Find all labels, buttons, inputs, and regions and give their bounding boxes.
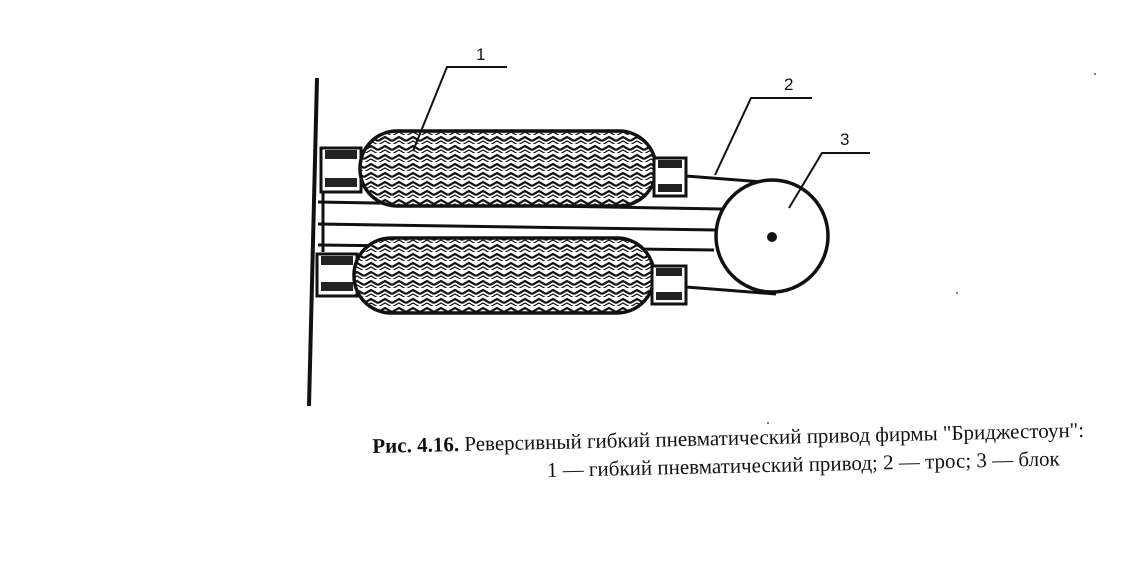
lower-pneumatic-actuator [315,236,688,315]
scan-specks [767,73,1096,424]
caption-label: Рис. 4.16. [372,432,460,458]
leader-lines [412,66,870,209]
callout-1: 1 [476,45,485,64]
pulley-block [714,178,830,294]
mounting-wall [307,77,319,407]
actuator-diagram: 1 2 3 [307,45,1096,424]
callout-3: 3 [840,130,849,149]
caption-legend: 1 — гибкий пневматический привод; 2 — тр… [546,446,1060,483]
upper-pneumatic-actuator [319,129,688,208]
callout-2: 2 [784,75,793,94]
